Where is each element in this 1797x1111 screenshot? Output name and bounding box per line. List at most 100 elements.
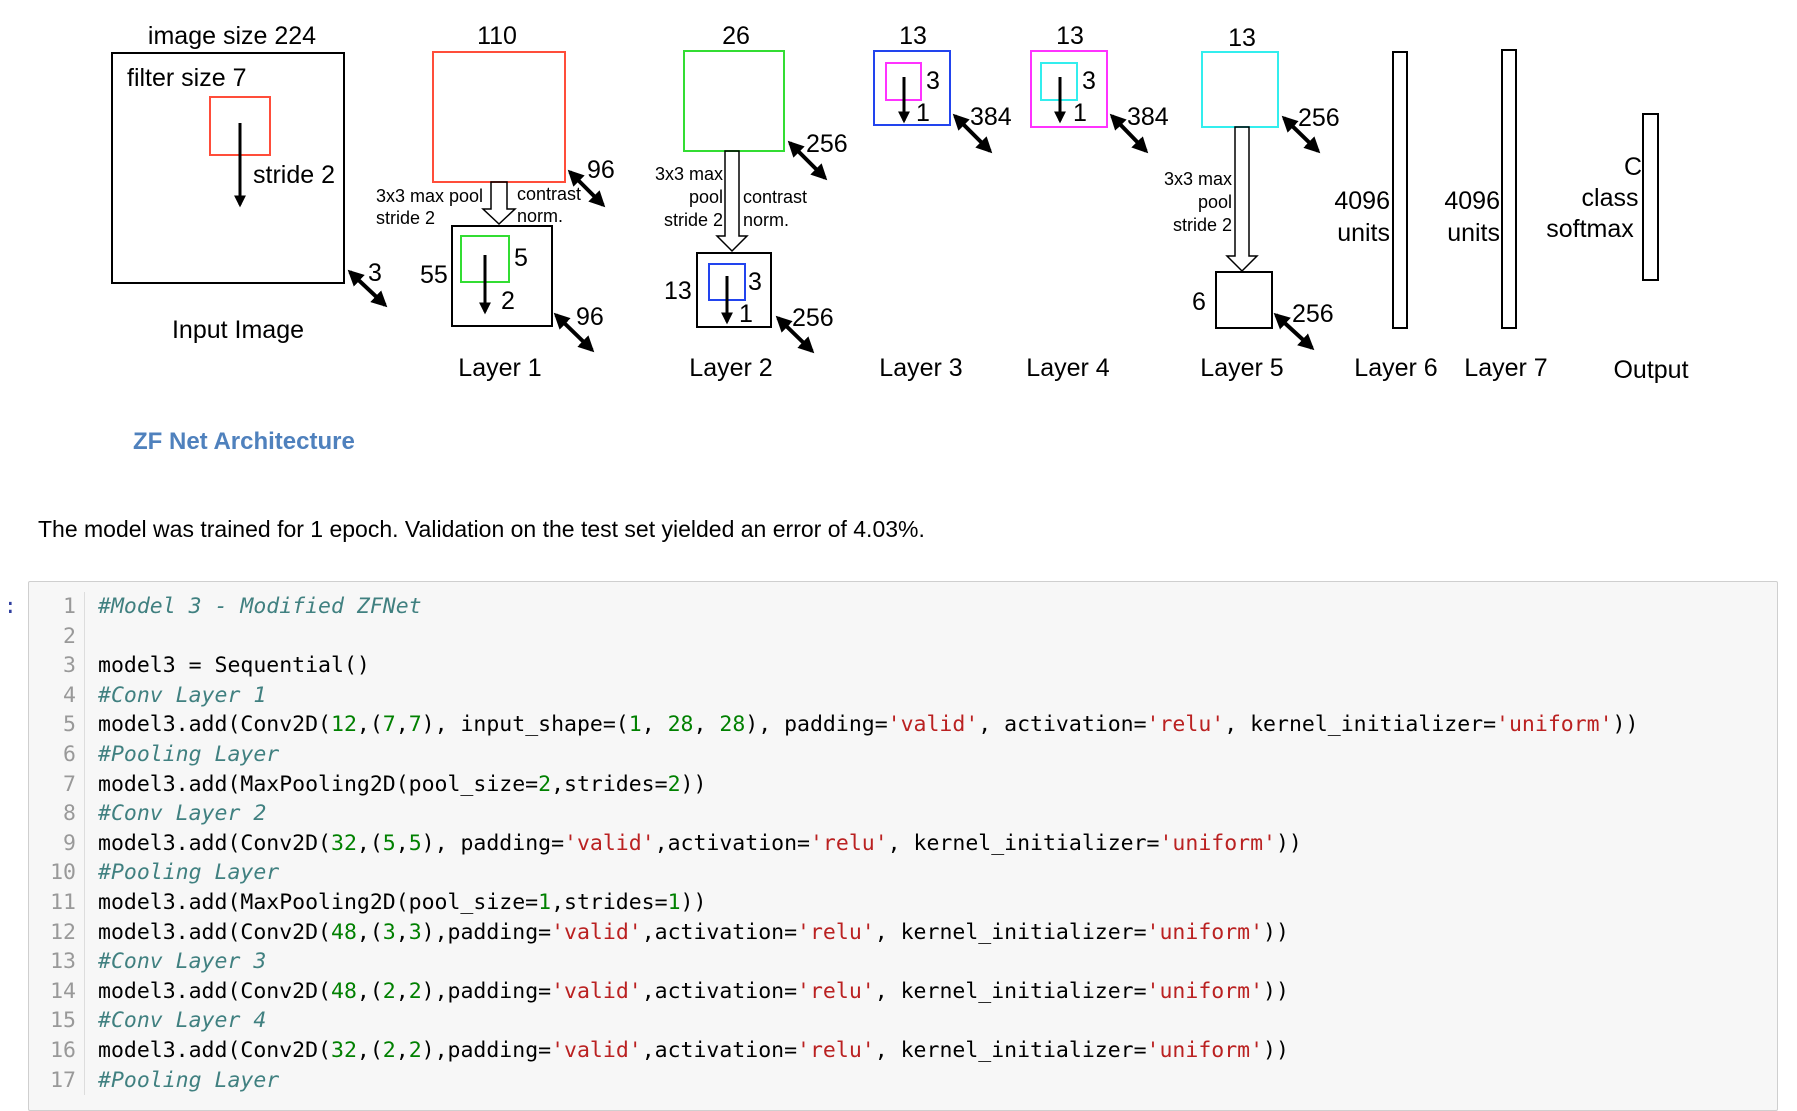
code-token: )) (680, 771, 707, 797)
layer5-bottom-depth-label: 256 (1292, 300, 1334, 328)
code-text: model3.add(Conv2D(32,(5,5), padding='val… (85, 829, 1302, 859)
code-token: 28 (667, 712, 694, 738)
layer2-pool-label-3: stride 2 (664, 210, 723, 230)
layer4-filter-label: 3 (1082, 67, 1096, 95)
line-number: 12 (29, 917, 85, 948)
code-token: 'uniform' (1146, 1037, 1264, 1063)
code-token: ,activation= (641, 978, 798, 1004)
code-token: ,strides= (551, 889, 668, 915)
input-depth-label: 3 (368, 259, 382, 287)
layer3-depth-label: 384 (970, 103, 1012, 131)
code-token: )) (1263, 978, 1289, 1004)
layer6-bar (1392, 51, 1408, 329)
code-token: , (395, 712, 409, 738)
code-text: model3.add(MaxPooling2D(pool_size=2,stri… (85, 770, 706, 800)
layer5-bottom-size-label: 6 (1192, 288, 1206, 316)
code-token: model3 = Sequential() (98, 653, 370, 679)
code-token: , kernel_initializer= (874, 1037, 1147, 1063)
code-token: 2 (408, 978, 422, 1004)
code-token: ),padding= (421, 978, 552, 1004)
code-line[interactable]: 8#Conv Layer 2 (29, 799, 1638, 829)
code-token: , kernel_initializer= (874, 978, 1147, 1004)
code-token: )) (680, 889, 707, 915)
output-label-3: softmax (1546, 215, 1634, 243)
code-token: ), padding= (421, 830, 565, 856)
code-line[interactable]: 13#Conv Layer 3 (29, 947, 1638, 977)
input-stride-label: stride 2 (253, 161, 335, 189)
layer2-bottom-depth-arrow (775, 315, 815, 354)
code-line[interactable]: 1#Model 3 - Modified ZFNet (29, 592, 1638, 622)
code-token: model3.add(Conv2D( (98, 978, 331, 1004)
line-number: 7 (29, 769, 85, 800)
code-token: 32 (331, 830, 357, 856)
code-token: ), input_shape=( (421, 712, 629, 738)
line-number: 5 (29, 710, 85, 740)
layer2-pool-label-1: 3x3 max (655, 164, 723, 184)
code-token: ,( (356, 978, 383, 1004)
layer2-pool-arrow (715, 150, 749, 253)
layer4-size-label: 13 (1056, 22, 1084, 50)
layer1-pool-label-2: stride 2 (376, 208, 435, 228)
line-number: 2 (29, 621, 85, 652)
code-text (85, 622, 98, 652)
code-text: model3.add(MaxPooling2D(pool_size=1,stri… (85, 888, 706, 918)
code-token: 'valid' (551, 919, 642, 945)
code-token: , (693, 712, 720, 738)
code-token: 7 (408, 712, 422, 738)
layer4-depth-label: 384 (1127, 103, 1169, 131)
code-text: model3.add(Conv2D(48,(2,2),padding='vali… (85, 977, 1289, 1007)
layer7-units-label-2: units (1447, 219, 1500, 247)
layer1-top-box (432, 51, 566, 183)
code-token: 1 (667, 889, 681, 915)
code-token: , (395, 919, 409, 945)
layer1-bottom-size-label: 55 (420, 261, 448, 289)
code-line[interactable]: 15 #Conv Layer 4 (29, 1006, 1638, 1036)
layer5-bottom-box (1215, 271, 1273, 329)
code-token: 2 (382, 1037, 396, 1063)
code-token: ,( (356, 830, 383, 856)
code-token: 48 (331, 919, 357, 945)
code-text: model3.add(Conv2D(48,(3,3),padding='vali… (85, 918, 1289, 948)
line-number: 15 (29, 1006, 85, 1036)
layer6-name-label: Layer 6 (1354, 354, 1437, 382)
code-token: #Pooling Layer (98, 1067, 280, 1093)
code-text: #Pooling Layer (85, 858, 279, 888)
code-line[interactable]: 6#Pooling Layer (29, 739, 1638, 770)
code-token: ,activation= (654, 830, 810, 856)
line-number: 16 (29, 1035, 85, 1066)
zfnet-architecture-diagram: image size 224 filter size 7 stride 2 3 … (111, 22, 1689, 384)
code-text: model3 = Sequential() (85, 651, 370, 681)
layer2-bottom-depth-label: 256 (792, 304, 834, 332)
layer5-pool-arrow (1225, 126, 1259, 273)
code-text: #Conv Layer 4 (85, 1006, 266, 1036)
code-line[interactable]: 2 (29, 621, 1638, 652)
code-token: 2 (408, 1037, 422, 1063)
output-bar (1642, 113, 1659, 281)
code-token: #Conv Layer 4 (98, 1008, 267, 1034)
code-text: #Model 3 - Modified ZFNet (85, 592, 422, 622)
line-number: 13 (29, 947, 85, 977)
results-paragraph: The model was trained for 1 epoch. Valid… (38, 516, 925, 542)
code-text: #Pooling Layer (85, 1066, 279, 1096)
line-number: 6 (29, 739, 85, 770)
code-token: 'valid' (551, 1037, 642, 1063)
code-token: 48 (331, 978, 357, 1004)
code-token: ,( (356, 1037, 383, 1063)
code-line[interactable]: 10#Pooling Layer (29, 858, 1638, 888)
code-line[interactable]: 17#Pooling Layer (29, 1065, 1638, 1096)
layer4-stride-label: 1 (1073, 99, 1087, 127)
code-line[interactable]: 4#Conv Layer 1 (29, 680, 1638, 711)
output-label-2: class (1582, 184, 1639, 212)
layer2-filter-label: 3 (748, 268, 762, 296)
layer1-bottom-box (451, 225, 553, 327)
